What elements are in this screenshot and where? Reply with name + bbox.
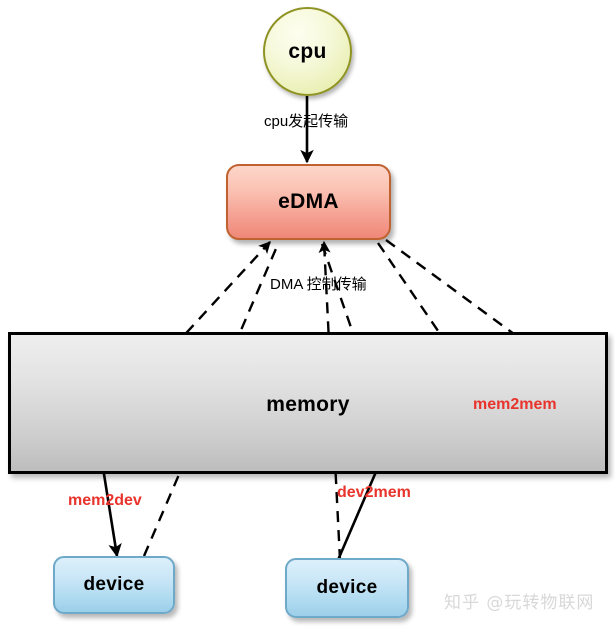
node-edma[interactable]: eDMA	[226, 164, 391, 240]
node-device-left[interactable]: device	[53, 556, 175, 614]
node-memory-label: memory	[266, 393, 350, 416]
flow-label-mem2mem: mem2mem	[473, 396, 557, 413]
node-edma-label: eDMA	[278, 190, 339, 213]
node-device-left-label: device	[83, 574, 145, 595]
node-memory[interactable]: memory	[8, 332, 608, 474]
edge-label-cpu-transfer: cpu发起传输	[264, 113, 349, 130]
edge-label-dma-control: DMA 控制传输	[270, 276, 367, 293]
node-device-right[interactable]: device	[285, 558, 409, 618]
flow-label-dev2mem: dev2mem	[337, 484, 411, 501]
flow-label-mem2dev: mem2dev	[68, 492, 142, 509]
node-cpu-label: cpu	[288, 39, 327, 63]
node-cpu[interactable]: cpu	[263, 7, 352, 96]
node-device-right-label: device	[316, 577, 378, 598]
watermark: 知乎 @玩转物联网	[444, 593, 595, 613]
